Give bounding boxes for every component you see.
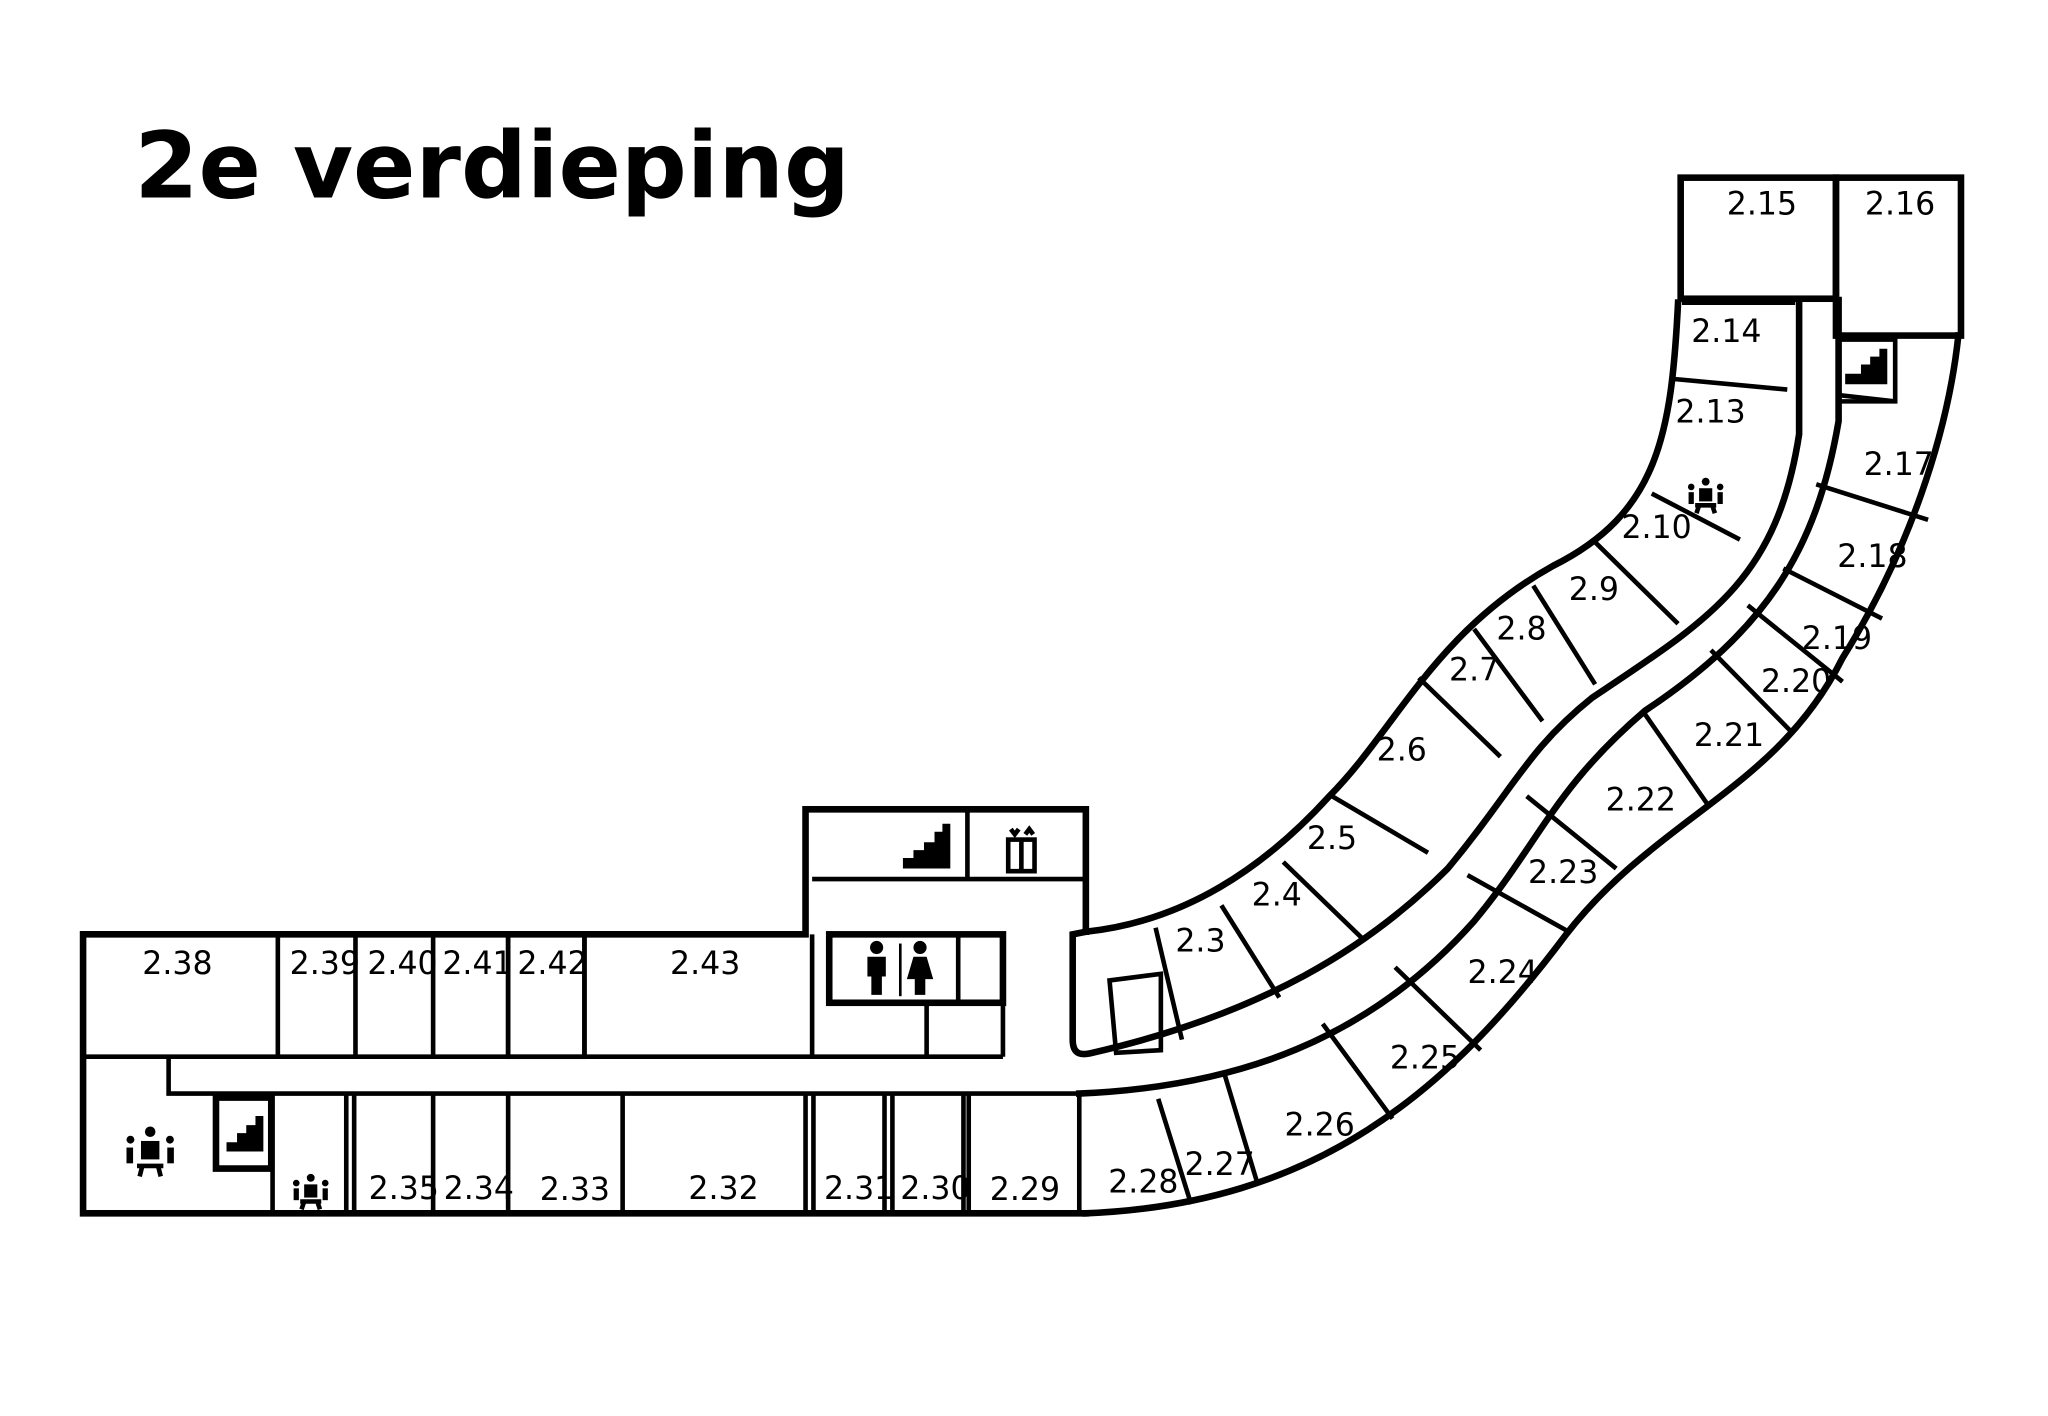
room-label-2-34[interactable]: 2.34: [444, 1171, 514, 1207]
room-label-2-13[interactable]: 2.13: [1675, 394, 1745, 430]
meeting-room-icon: [126, 1126, 174, 1178]
toilet-divider: [898, 943, 902, 997]
stairs-icon: [1845, 348, 1888, 385]
room-label-2-4[interactable]: 2.4: [1252, 877, 1302, 913]
room-label-2-23[interactable]: 2.23: [1528, 855, 1598, 891]
room-label-2-25[interactable]: 2.25: [1390, 1041, 1460, 1077]
room-label-2-3[interactable]: 2.3: [1175, 923, 1225, 959]
meeting-room-icon: [1687, 477, 1724, 514]
room-label-2-22[interactable]: 2.22: [1606, 783, 1676, 819]
room-label-2-18[interactable]: 2.18: [1837, 539, 1907, 575]
toilet-female-icon: [906, 940, 934, 995]
room-label-2-19[interactable]: 2.19: [1802, 621, 1872, 657]
room-label-2-6[interactable]: 2.6: [1377, 733, 1427, 769]
room-label-2-31[interactable]: 2.31: [824, 1171, 894, 1207]
room-labels: 2.38 2.39 2.40 2.41 2.42 2.43 2.35 2.34 …: [142, 187, 1935, 1209]
room-label-2-16[interactable]: 2.16: [1865, 187, 1935, 223]
room-label-2-40[interactable]: 2.40: [367, 946, 437, 982]
room-label-2-26[interactable]: 2.26: [1285, 1108, 1355, 1144]
elevator-icon: [1005, 825, 1037, 874]
room-label-2-43[interactable]: 2.43: [670, 946, 740, 982]
room-label-2-15[interactable]: 2.15: [1727, 187, 1797, 223]
room-label-2-14[interactable]: 2.14: [1691, 314, 1761, 350]
room-label-2-33[interactable]: 2.33: [540, 1172, 610, 1208]
toilet-male-icon: [867, 940, 886, 995]
room-label-2-9[interactable]: 2.9: [1569, 572, 1619, 608]
stairs-icon: [902, 823, 951, 869]
room-label-2-29[interactable]: 2.29: [990, 1172, 1060, 1208]
room-label-2-21[interactable]: 2.21: [1694, 718, 1764, 754]
room-label-2-38[interactable]: 2.38: [142, 946, 212, 982]
west-wing: [79, 806, 1090, 1217]
room-label-2-35[interactable]: 2.35: [369, 1171, 439, 1207]
room-label-2-8[interactable]: 2.8: [1496, 612, 1546, 648]
floor-title: 2e verdieping: [134, 112, 850, 219]
room-label-2-41[interactable]: 2.41: [442, 946, 512, 982]
room-label-2-10[interactable]: 2.10: [1621, 510, 1691, 546]
room-label-2-30[interactable]: 2.30: [900, 1171, 970, 1207]
room-label-2-24[interactable]: 2.24: [1467, 955, 1537, 991]
room-label-2-39[interactable]: 2.39: [290, 946, 360, 982]
room-label-2-32[interactable]: 2.32: [688, 1171, 758, 1207]
meeting-room-icon: [292, 1173, 329, 1211]
room-label-2-42[interactable]: 2.42: [517, 946, 587, 982]
room-label-2-17[interactable]: 2.17: [1864, 447, 1934, 483]
room-label-2-28[interactable]: 2.28: [1108, 1164, 1178, 1200]
stairs-icon: [226, 1115, 264, 1152]
room-label-2-27[interactable]: 2.27: [1185, 1147, 1255, 1183]
room-label-2-5[interactable]: 2.5: [1307, 821, 1357, 857]
room-label-2-7[interactable]: 2.7: [1449, 652, 1499, 688]
curved-wing: [1069, 174, 1965, 1217]
room-label-2-20[interactable]: 2.20: [1761, 664, 1831, 700]
